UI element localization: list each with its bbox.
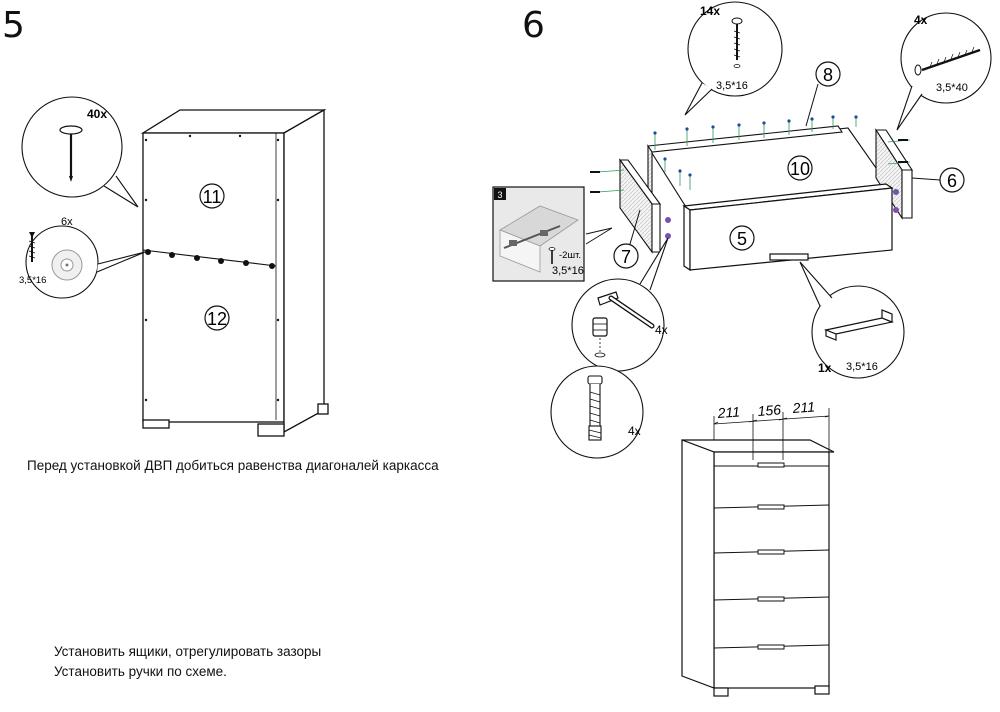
panel-label-11: 11	[199, 183, 225, 209]
screw-callout-4x: 4x 3,5*40	[896, 12, 992, 131]
svg-text:3,5*40: 3,5*40	[936, 82, 968, 94]
svg-text:3: 3	[497, 190, 502, 200]
svg-text:3,5*16: 3,5*16	[846, 361, 878, 373]
nail-callout: 40x	[21, 96, 139, 208]
part-label-5: 5	[729, 225, 755, 251]
svg-text:4x: 4x	[628, 424, 641, 438]
nail-icon	[59, 125, 83, 182]
svg-text:4x: 4x	[914, 13, 928, 27]
side-screws	[590, 139, 908, 193]
svg-text:4x: 4x	[655, 323, 668, 337]
drawer-left-side	[618, 158, 662, 254]
screw-callout: 6x 3,5*16	[19, 216, 146, 299]
svg-text:12: 12	[207, 309, 227, 329]
svg-text:10: 10	[790, 159, 810, 179]
svg-text:211: 211	[716, 403, 740, 421]
screw-icon	[731, 17, 743, 68]
long-screw-icon	[914, 46, 981, 76]
step-number-6: 6	[522, 5, 545, 46]
step6-note-line-1: Установить ящики, отрегулировать зазоры	[54, 644, 322, 659]
step-number-5: 5	[2, 5, 25, 46]
svg-text:211: 211	[791, 398, 815, 416]
svg-text:1x: 1x	[818, 361, 832, 375]
finished-chest	[681, 439, 835, 697]
svg-text:5: 5	[737, 229, 747, 249]
step5-cabinet	[140, 108, 329, 437]
small-screw-icon	[548, 247, 556, 264]
inset-slide-detail: 3 -2шт. 3,5*16	[492, 186, 613, 282]
svg-text:3,5*16: 3,5*16	[716, 80, 748, 92]
handle-callout: 1x 3,5*16	[799, 261, 905, 379]
part-label-7: 7	[613, 209, 641, 269]
drawer-right-side	[874, 128, 914, 220]
svg-text:7: 7	[621, 247, 631, 267]
handle-dimension	[713, 408, 830, 460]
dowel-icon	[587, 375, 603, 441]
svg-text:14x: 14x	[700, 4, 720, 18]
screw-callout-14x: 14x 3,5*16	[684, 1, 783, 116]
part-label-8: 8	[805, 61, 841, 127]
part-label-6: 6	[911, 167, 965, 193]
svg-text:6x: 6x	[61, 216, 73, 228]
step6-note-line-2: Установить ручки по схеме.	[54, 664, 227, 679]
svg-text:8: 8	[823, 65, 833, 85]
hammer-icon	[597, 291, 655, 329]
step5-note: Перед установкой ДВП добиться равенства …	[27, 458, 439, 473]
screw-icon	[28, 232, 36, 262]
svg-text:3,5*16: 3,5*16	[19, 275, 46, 286]
screw-heads	[653, 115, 858, 177]
svg-text:6: 6	[947, 171, 957, 191]
handle-icon	[823, 309, 895, 341]
chest-handles	[757, 462, 785, 650]
step5-nail-dots	[144, 134, 280, 402]
svg-text:-2шт.: -2шт.	[559, 250, 581, 261]
svg-text:3,5*16: 3,5*16	[552, 265, 584, 277]
dimension-labels: 211 156 211	[716, 398, 815, 421]
cam-locks	[665, 189, 899, 239]
svg-text:11: 11	[203, 187, 222, 207]
drawer-back	[647, 125, 843, 196]
svg-text:156: 156	[757, 401, 782, 419]
cam-callout: 4x	[571, 237, 669, 372]
cam-lock-icon	[592, 317, 608, 358]
svg-text:40x: 40x	[87, 107, 107, 121]
dowel-callout: 4x	[550, 365, 644, 459]
screw-guides	[597, 118, 911, 193]
part-label-10: 10	[787, 155, 813, 181]
washer-icon	[51, 249, 83, 281]
panel-label-12: 12	[204, 305, 230, 331]
